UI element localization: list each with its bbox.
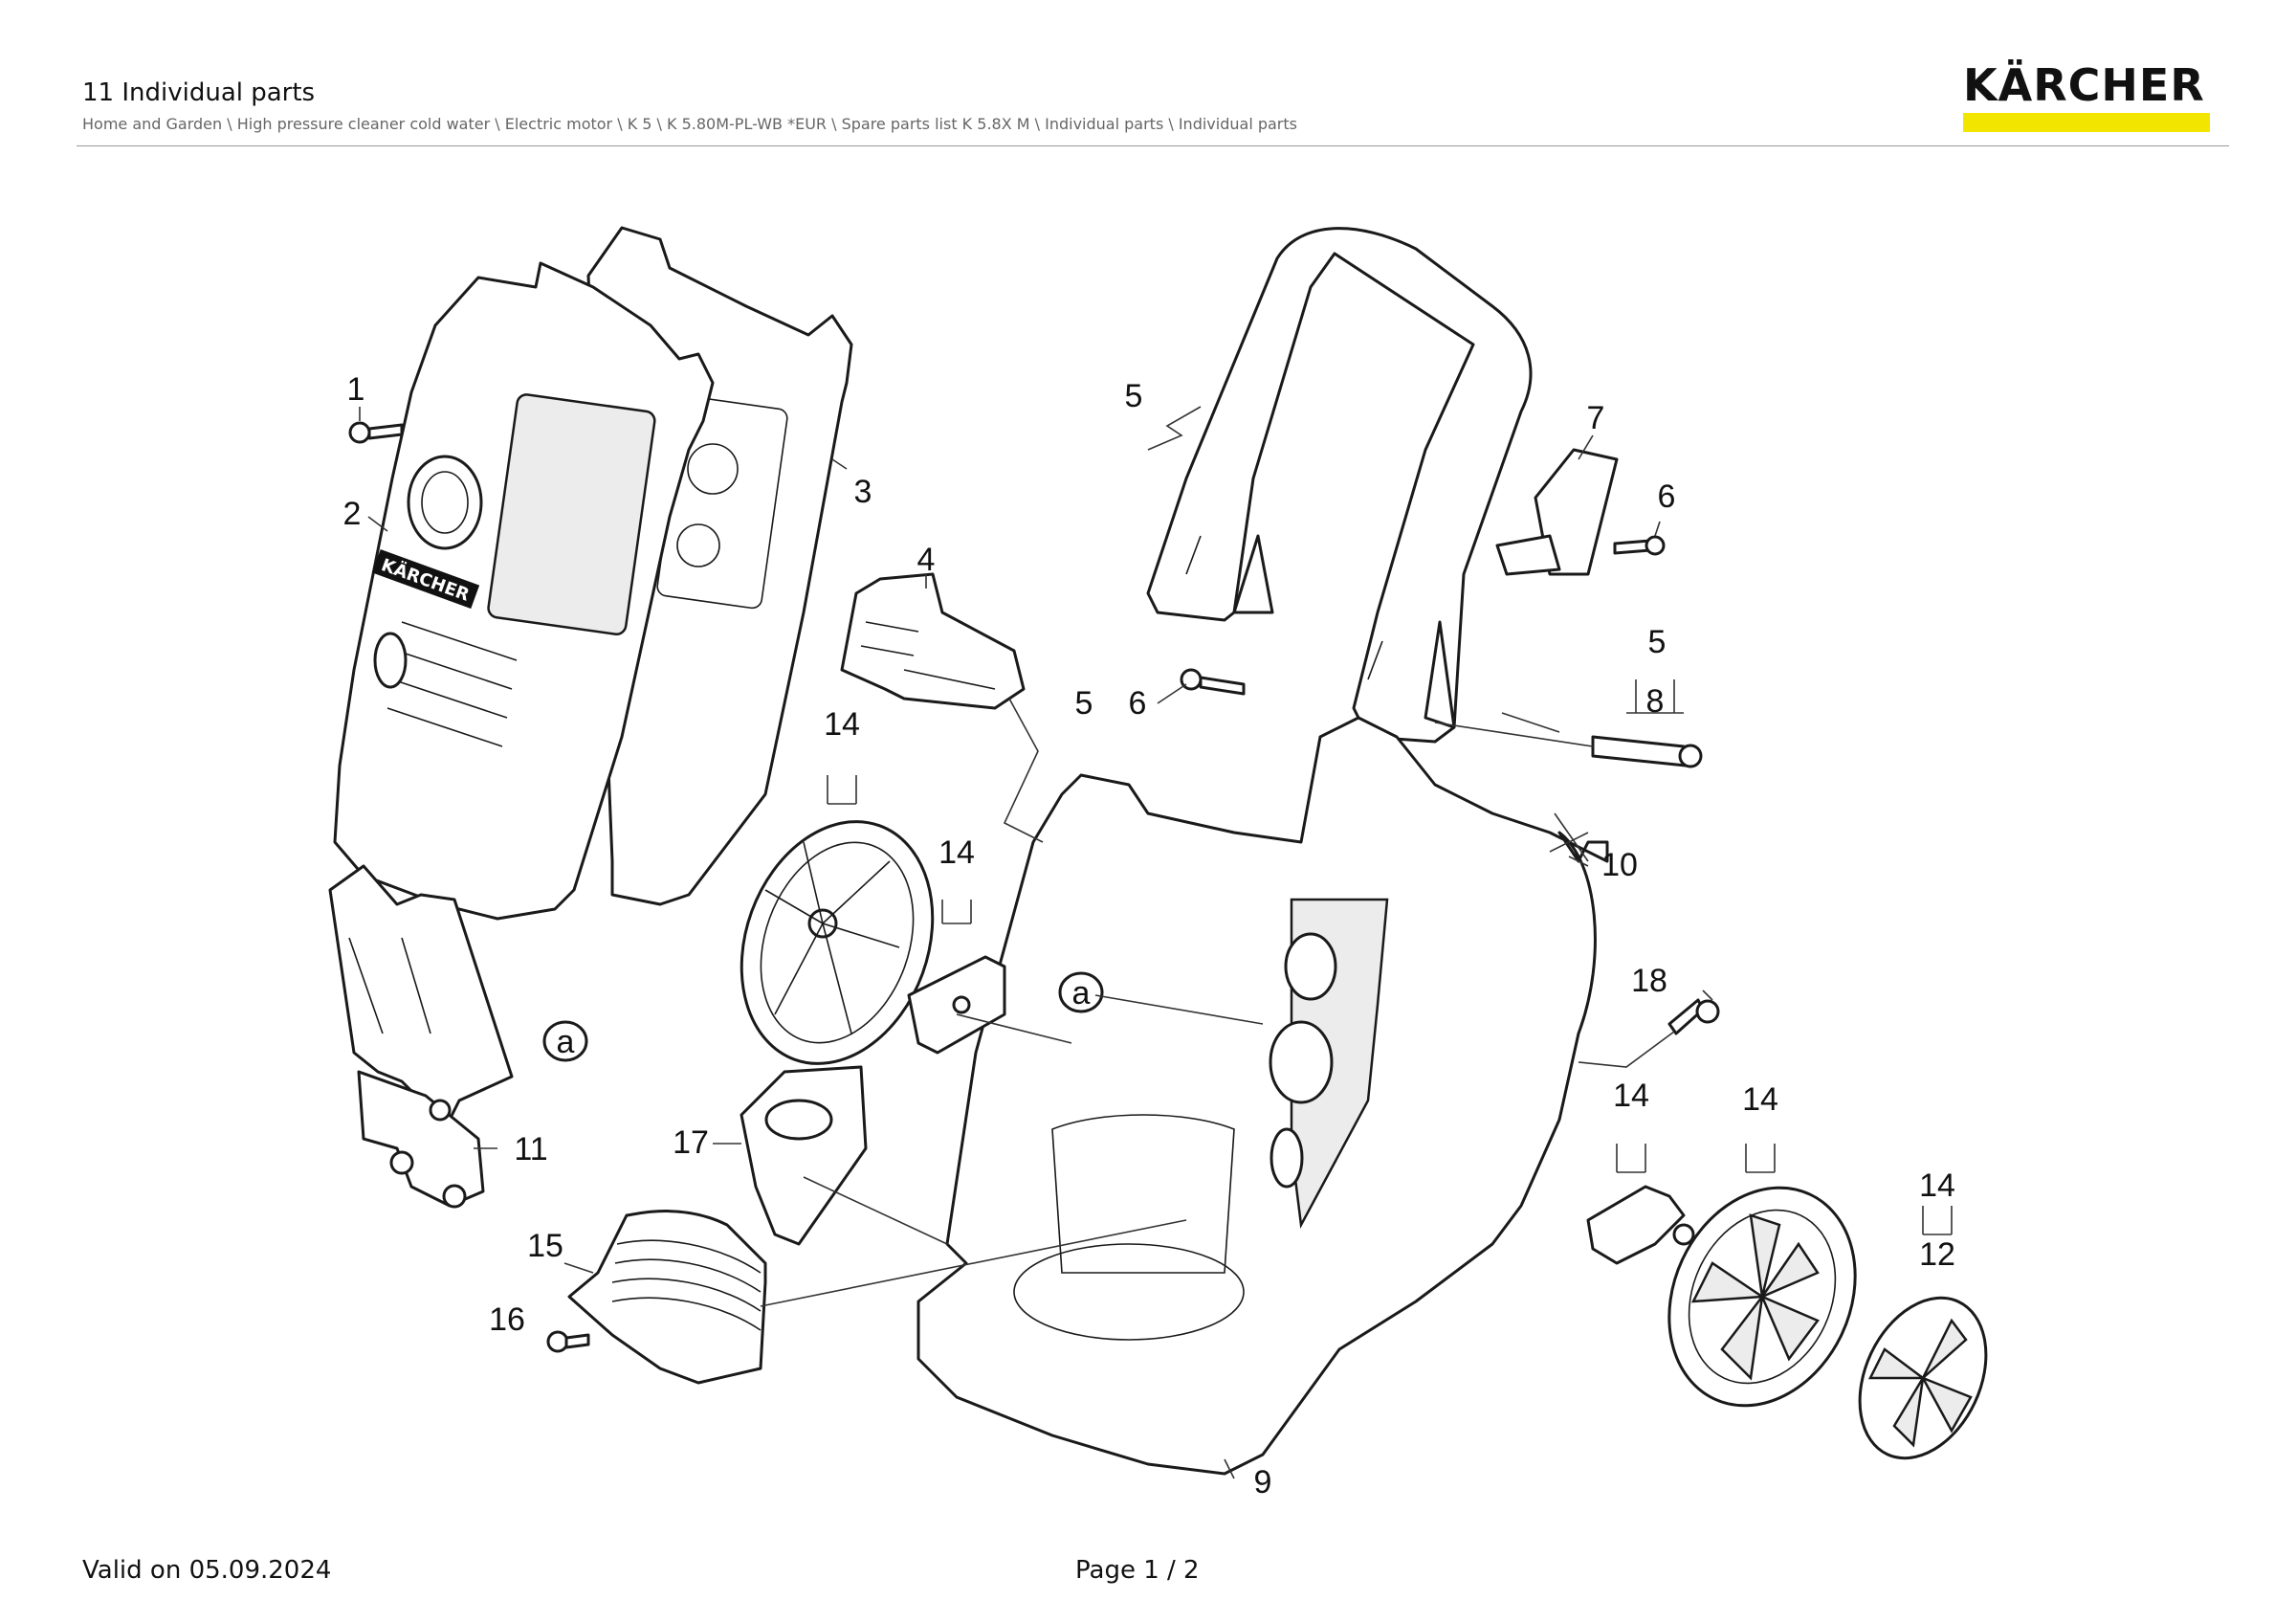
callout-15: 15 xyxy=(527,1228,563,1264)
leader-lines xyxy=(359,406,1953,1479)
breadcrumb: Home and Garden \ High pressure cleaner … xyxy=(82,115,1297,133)
callout-10: 10 xyxy=(1601,847,1638,883)
callout-14-left-hub: 14 xyxy=(938,834,975,871)
callout-14-left-wheel: 14 xyxy=(824,706,860,743)
callout-5-handle: 5 xyxy=(1125,378,1143,414)
part-2-front-panel: KÄRCHER xyxy=(333,261,715,921)
part-18-screw xyxy=(1667,998,1720,1035)
page-number: Page 1 / 2 xyxy=(1075,1556,1200,1585)
part-14-right-wheel xyxy=(1667,1186,1857,1408)
callout-8: 8 xyxy=(1646,683,1665,720)
part-11-holder xyxy=(328,864,514,1209)
part-15-bellows xyxy=(567,1210,767,1385)
part-14-left-wheel xyxy=(740,820,935,1065)
callout-3: 3 xyxy=(854,474,872,510)
part-14-hub-right xyxy=(1586,1185,1695,1265)
ref-marker-a-right: a xyxy=(1058,971,1104,1013)
part-8-pin xyxy=(1591,735,1703,768)
part-6-screw xyxy=(1613,535,1666,556)
callout-6-handle: 6 xyxy=(1658,478,1676,515)
callout-7: 7 xyxy=(1587,400,1605,436)
logo-text: KÄRCHER xyxy=(1963,59,2205,111)
logo-yellow-bar xyxy=(1963,113,2210,132)
callout-14-hubcap: 14 xyxy=(1919,1167,1955,1204)
part-7-cap xyxy=(1495,448,1619,576)
page-title: 11 Individual parts xyxy=(82,78,316,107)
part-4-bracket xyxy=(840,572,1026,710)
callout-5-group-b: 5 xyxy=(1648,624,1667,660)
callout-9: 9 xyxy=(1254,1464,1272,1501)
callout-1: 1 xyxy=(347,371,365,408)
callout-2: 2 xyxy=(343,496,362,532)
callout-4: 4 xyxy=(917,542,936,578)
part-5-handle xyxy=(1146,227,1533,744)
part-6-screw-2 xyxy=(1180,668,1246,696)
part-14-hub-left xyxy=(907,955,1006,1055)
ref-marker-a-left: a xyxy=(542,1020,588,1062)
part-1-screw xyxy=(348,421,404,444)
ref-a-left-text: a xyxy=(557,1024,575,1060)
part-17-clip xyxy=(740,1065,868,1246)
part-12-hubcap xyxy=(1858,1296,1988,1460)
callout-5-group-a: 5 xyxy=(1075,685,1093,722)
karcher-logo: KÄRCHER xyxy=(1963,63,2210,132)
ref-a-right-text: a xyxy=(1072,975,1091,1012)
callout-18: 18 xyxy=(1631,963,1667,999)
part-9-10-main-frame xyxy=(916,716,1609,1476)
header-divider xyxy=(77,145,2229,146)
callout-17: 17 xyxy=(673,1124,709,1161)
callout-6-group-a: 6 xyxy=(1129,685,1147,722)
callout-14-right-wheel: 14 xyxy=(1742,1081,1778,1118)
callout-16: 16 xyxy=(489,1301,525,1338)
part-16-screw xyxy=(546,1330,590,1353)
callout-14-right-hub: 14 xyxy=(1613,1078,1649,1114)
callout-12: 12 xyxy=(1919,1236,1955,1273)
callout-11: 11 xyxy=(514,1131,547,1167)
valid-on-date: Valid on 05.09.2024 xyxy=(82,1556,332,1585)
callout-numbers: 1 2 3 4 5 7 6 5 6 5 8 14 14 10 18 14 14 … xyxy=(343,371,1955,1501)
